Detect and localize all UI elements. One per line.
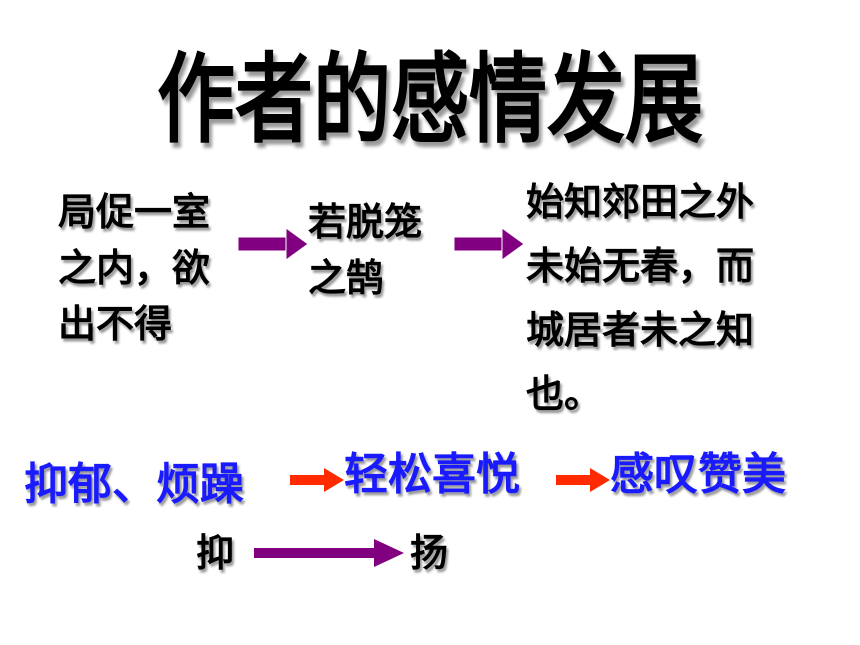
arrow-stage-2-to-3 (453, 227, 525, 261)
arrow-shaft (254, 548, 376, 558)
summary-from: 抑 (196, 531, 235, 575)
stage-2-text: 若脱笼 之鹄 (308, 194, 422, 306)
stage-1-line-2: 之内，欲 (58, 246, 211, 290)
stage-2-line-2: 之鹄 (308, 256, 385, 300)
arrow-shaft (556, 475, 592, 485)
stage-2-line-1: 若脱笼 (308, 200, 423, 244)
arrow-shaft (453, 236, 505, 252)
emotion-3: 感叹赞美 (610, 449, 786, 500)
stage-1-text: 局促一室 之内，欲 出不得 (58, 184, 210, 352)
stage-1-line-3: 出不得 (58, 302, 173, 346)
stage-3-line-2: 未始无春，而 (526, 244, 755, 288)
stage-3-line-4: 也。 (526, 372, 603, 416)
arrow-emotion-1-to-2 (290, 468, 344, 492)
stage-3-text: 始知郊田之外 未始无春，而 城居者未之知 也。 (526, 170, 754, 426)
arrow-stage-1-to-2 (237, 227, 309, 261)
stage-3-line-3: 城居者未之知 (526, 308, 755, 352)
arrow-head (324, 468, 344, 492)
arrow-emotion-2-to-3 (556, 468, 610, 492)
stage-1-line-1: 局促一室 (58, 190, 211, 234)
arrow-head (590, 468, 610, 492)
arrow-shaft (290, 475, 326, 485)
arrow-head (374, 539, 404, 567)
page-title: 作者的感情发展 (156, 44, 703, 158)
arrow-shaft (237, 236, 289, 252)
arrow-head (285, 227, 309, 261)
emotion-2: 轻松喜悦 (344, 449, 520, 500)
summary-to: 扬 (410, 531, 449, 575)
arrow-head (501, 227, 525, 261)
arrow-summary (254, 539, 404, 567)
stage-3-line-1: 始知郊田之外 (526, 180, 755, 224)
emotion-1: 抑郁、烦躁 (24, 459, 244, 510)
